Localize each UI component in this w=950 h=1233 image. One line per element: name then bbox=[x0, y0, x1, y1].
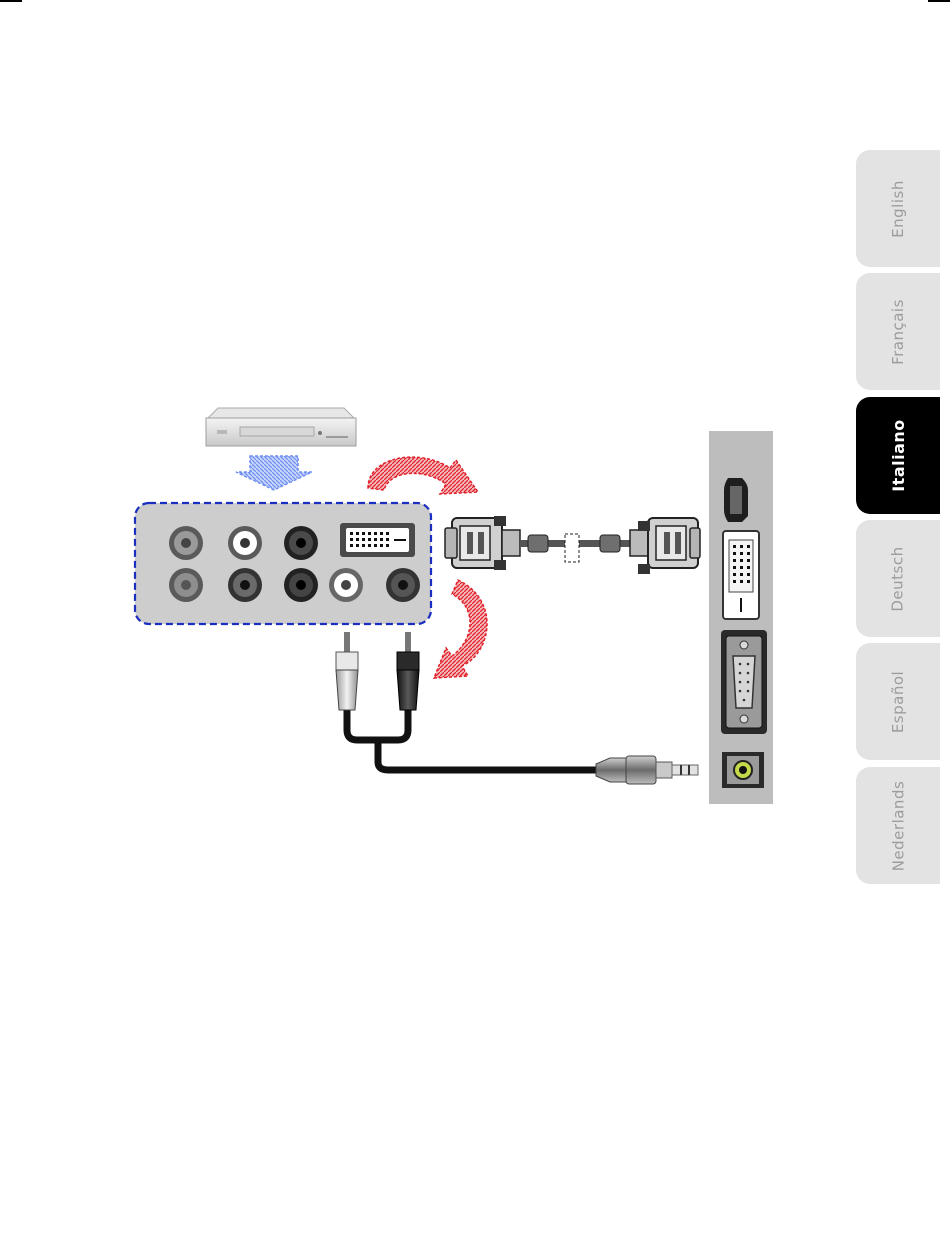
dvd-player-icon bbox=[206, 408, 356, 446]
rca-audio-cable-icon bbox=[336, 632, 698, 784]
dvi-cable-icon bbox=[445, 516, 700, 574]
monitor-rear-panel-icon bbox=[709, 431, 773, 804]
curved-arrow-top-icon bbox=[368, 457, 478, 494]
curved-arrow-bottom-icon bbox=[434, 580, 487, 678]
av-panel-icon bbox=[135, 503, 431, 624]
down-arrow-icon bbox=[236, 456, 312, 490]
